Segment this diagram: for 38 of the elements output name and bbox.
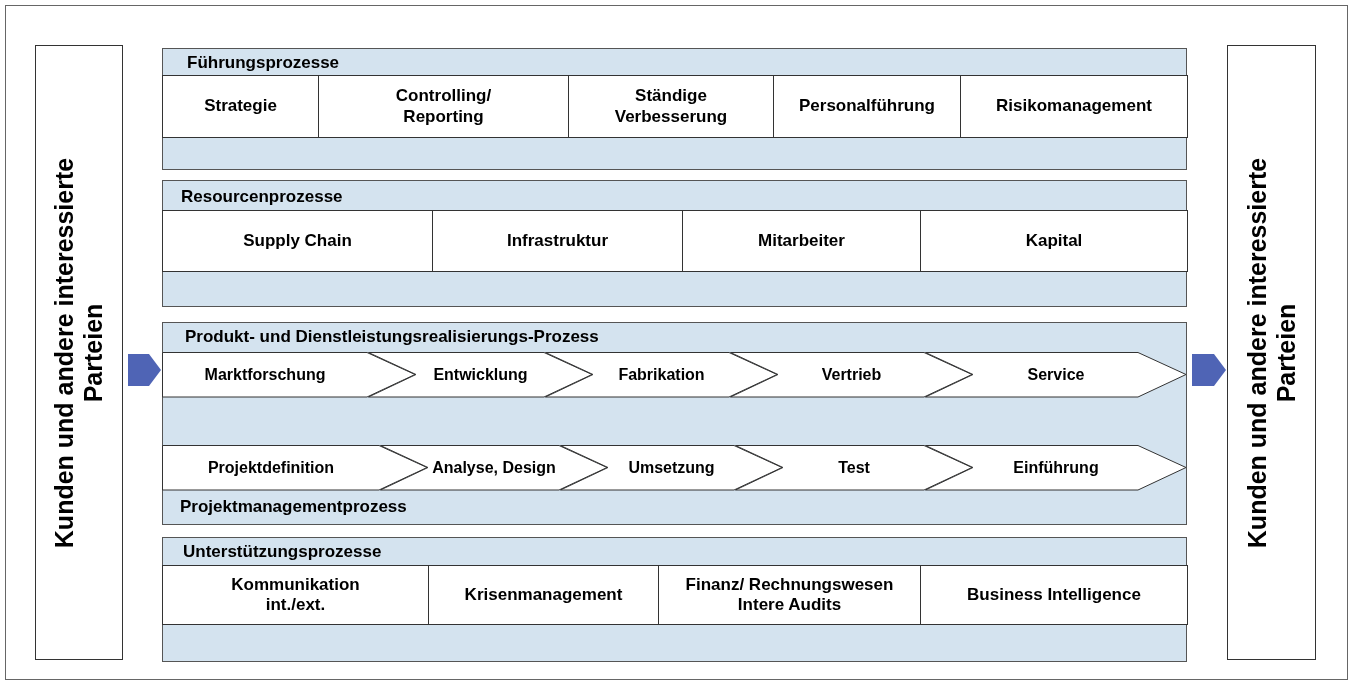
band-heading: Produkt- und Dienstleistungsrealisierungs-Prozess	[185, 327, 599, 347]
step-label: Entwicklung	[433, 366, 528, 384]
process-box: Strategie	[162, 75, 319, 138]
block-arrow	[1192, 354, 1226, 386]
step-label: Service	[1027, 366, 1085, 384]
process-box: Mitarbeiter	[682, 210, 921, 272]
step-label: Einführung	[1013, 459, 1099, 477]
process-box: Kommunikation int./ext.	[162, 565, 429, 625]
band-heading: Führungsprozesse	[187, 53, 340, 73]
stakeholder-box	[35, 45, 123, 660]
process-band	[162, 48, 1187, 170]
stakeholder-box	[1227, 45, 1316, 660]
band-heading: Unterstützungsprozesse	[183, 542, 382, 562]
step-label: Fabrikation	[618, 366, 705, 384]
process-box: Finanz/ Rechnungswesen Intere Audits	[658, 565, 921, 625]
process-band	[162, 180, 1187, 307]
step-label: Vertrieb	[821, 366, 882, 384]
process-band	[162, 322, 1187, 525]
side-label: Kunden und andere interessierte Parteien	[1242, 156, 1301, 550]
step-label: Projektdefinition	[207, 459, 335, 477]
step-label: Analyse, Design	[432, 459, 556, 477]
step-label: Marktforschung	[204, 366, 326, 384]
side-label: Kunden und andere interessierte Parteien	[50, 156, 108, 550]
step-label: Test	[838, 459, 870, 477]
step-label: Umsetzung	[628, 459, 715, 477]
block-arrow	[128, 354, 161, 386]
process-box: Supply Chain	[162, 210, 433, 272]
process-box: Controlling/ Reporting	[318, 75, 569, 138]
band-heading: Resourcenprozesse	[181, 187, 343, 207]
process-box: Risikomanagement	[960, 75, 1188, 138]
process-box: Krisenmanagement	[428, 565, 659, 625]
process-box: Personalführung	[773, 75, 961, 138]
process-band	[162, 537, 1187, 662]
process-box: Business Intelligence	[920, 565, 1188, 625]
process-box: Kapital	[920, 210, 1188, 272]
process-box: Infrastruktur	[432, 210, 683, 272]
band-heading: Projektmanagementprozess	[180, 497, 407, 517]
process-box: Ständige Verbesserung	[568, 75, 774, 138]
